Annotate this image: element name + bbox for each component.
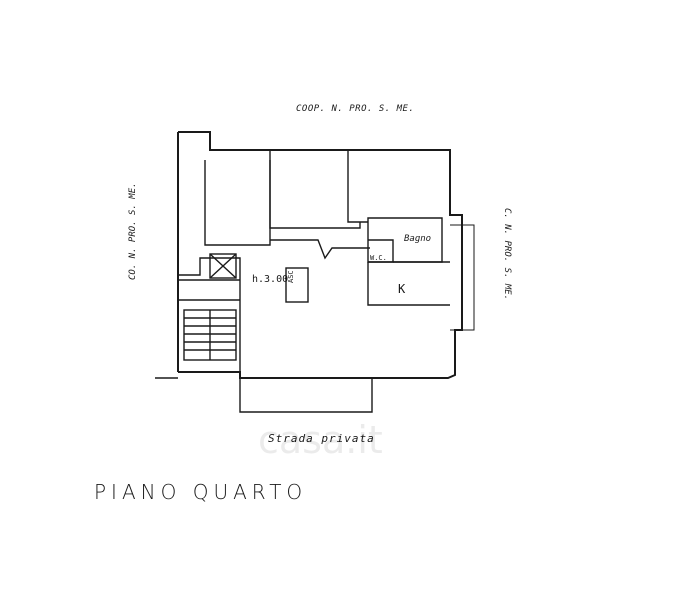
neighbor-left-label: CO. N. PRO. S. ME. [128, 182, 138, 280]
hall-wall [270, 239, 370, 260]
stair-box [178, 279, 240, 301]
lift-label: ASC [287, 270, 295, 283]
stairs [183, 309, 237, 361]
room-wall-1 [204, 160, 271, 246]
balcony [239, 378, 373, 413]
neighbor-top-label: COOP. N. PRO. S. ME. [296, 104, 415, 114]
wc-box [368, 239, 394, 263]
neighbor-right-label: C. N. PRO. S. ME. [502, 208, 512, 301]
kitchen-wall [367, 262, 450, 306]
kitchen-label: K [398, 282, 406, 296]
right-balcony [450, 224, 475, 331]
wc-label: W.C. [370, 254, 387, 262]
left-step [178, 257, 241, 378]
lift-shaft [285, 267, 309, 303]
outer-wall [178, 131, 463, 379]
room-wall-2 [269, 150, 361, 229]
lift-shaft-left [209, 253, 237, 279]
watermark-logo: casa.it [258, 418, 383, 462]
street-label: Strada privata [268, 432, 375, 445]
ceiling-height-label: h.3.00 [252, 274, 289, 285]
windows [270, 149, 440, 379]
floor-title: PIANO QUARTO [94, 480, 308, 504]
room-wall-3 [347, 150, 368, 223]
bathroom-label: Bagno [404, 234, 432, 244]
